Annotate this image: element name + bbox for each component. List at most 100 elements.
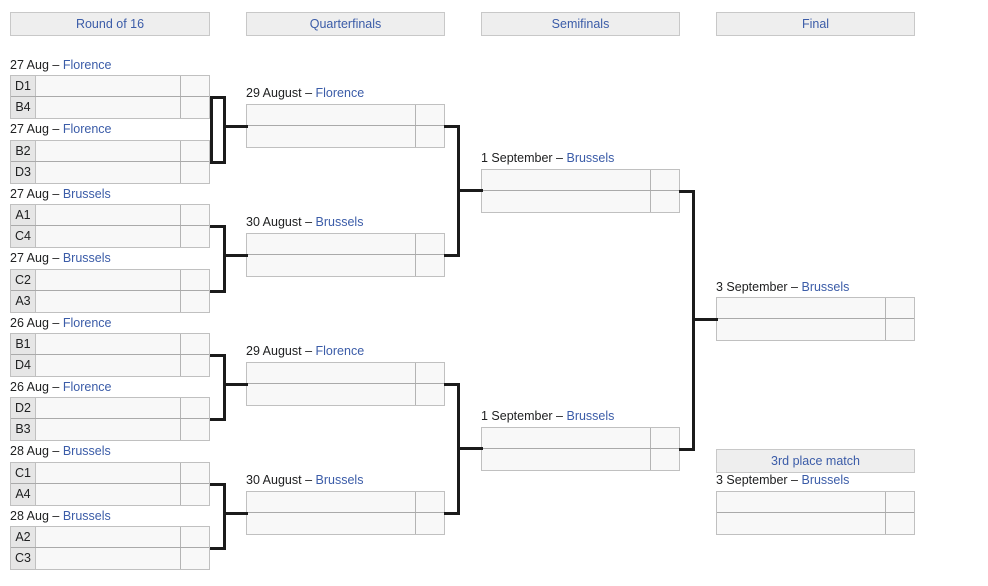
match-row[interactable]: C3	[11, 548, 209, 569]
match-row[interactable]: D2	[11, 398, 209, 419]
match-row[interactable]	[247, 126, 444, 147]
team-score	[181, 162, 209, 183]
match-row[interactable]: D4	[11, 355, 209, 376]
match-box[interactable]: A1 C4	[10, 204, 210, 248]
bracket-connector-line	[210, 290, 226, 293]
third-place-match-box[interactable]	[716, 491, 915, 535]
team-name	[247, 105, 416, 125]
match-venue: Florence	[315, 344, 365, 358]
team-name	[36, 76, 181, 96]
match-row[interactable]: C4	[11, 226, 209, 247]
team-score	[181, 270, 209, 290]
match-box[interactable]: D1 B4	[10, 75, 210, 119]
match-row[interactable]: B4	[11, 97, 209, 118]
final-match-box[interactable]	[716, 297, 915, 341]
match-venue: Brussels	[801, 280, 850, 294]
match-box[interactable]: A2 C3	[10, 526, 210, 570]
match-date: 28 Aug	[10, 444, 49, 458]
match-row[interactable]	[482, 191, 679, 212]
match-row[interactable]	[247, 105, 444, 126]
team-seed: D4	[11, 355, 36, 376]
match-row[interactable]: B1	[11, 334, 209, 355]
match-box[interactable]: B2 D3	[10, 140, 210, 184]
match-row[interactable]: A4	[11, 484, 209, 505]
match-row[interactable]	[247, 492, 444, 513]
team-seed: A1	[11, 205, 36, 225]
match-row[interactable]: D1	[11, 76, 209, 97]
team-name	[247, 255, 416, 276]
bracket-connector-line	[210, 547, 226, 550]
team-name	[36, 205, 181, 225]
team-name	[247, 513, 416, 534]
team-name	[482, 170, 651, 190]
match-row[interactable]	[247, 513, 444, 534]
match-row[interactable]: B3	[11, 419, 209, 440]
team-seed: C1	[11, 463, 36, 483]
match-box[interactable]	[481, 169, 680, 213]
match-date: 28 Aug	[10, 509, 49, 523]
team-name	[717, 298, 886, 318]
team-score	[416, 234, 444, 254]
match-box[interactable]: B1 D4	[10, 333, 210, 377]
team-score	[651, 170, 679, 190]
match-row[interactable]	[482, 428, 679, 449]
team-score	[416, 363, 444, 383]
match-row[interactable]	[247, 363, 444, 384]
match-row[interactable]	[717, 298, 914, 319]
match-row[interactable]	[482, 449, 679, 470]
team-score	[181, 226, 209, 247]
caption-dash: –	[48, 251, 63, 265]
match-row[interactable]	[247, 255, 444, 276]
team-score	[416, 105, 444, 125]
caption-dash: –	[48, 187, 63, 201]
match-box[interactable]	[481, 427, 680, 471]
match-venue: Brussels	[566, 409, 615, 423]
bracket-connector-line	[679, 190, 695, 193]
match-row[interactable]	[482, 170, 679, 191]
match-row[interactable]: C1	[11, 463, 209, 484]
team-name	[36, 484, 181, 505]
bracket-connector-line	[444, 254, 460, 257]
match-row[interactable]	[717, 319, 914, 340]
match-row[interactable]: C2	[11, 270, 209, 291]
match-row[interactable]	[247, 234, 444, 255]
match-row[interactable]	[247, 384, 444, 405]
caption-dash: –	[301, 215, 316, 229]
team-name	[247, 126, 416, 147]
match-venue: Brussels	[62, 444, 111, 458]
match-box[interactable]	[246, 362, 445, 406]
match-row[interactable]: A2	[11, 527, 209, 548]
match-row[interactable]: A1	[11, 205, 209, 226]
match-box[interactable]	[246, 491, 445, 535]
match-box[interactable]: D2 B3	[10, 397, 210, 441]
team-name	[717, 492, 886, 512]
match-venue: Brussels	[801, 473, 850, 487]
team-seed: B2	[11, 141, 36, 161]
caption-dash: –	[787, 473, 802, 487]
match-date: 1 September	[481, 409, 553, 423]
match-box[interactable]: C1 A4	[10, 462, 210, 506]
team-score	[181, 548, 209, 569]
match-row[interactable]: D3	[11, 162, 209, 183]
match-box[interactable]	[246, 233, 445, 277]
match-venue: Florence	[62, 58, 112, 72]
match-row[interactable]: B2	[11, 141, 209, 162]
team-score	[416, 492, 444, 512]
caption-dash: –	[48, 509, 63, 523]
match-box[interactable]: C2 A3	[10, 269, 210, 313]
match-venue: Brussels	[62, 251, 111, 265]
match-box[interactable]	[246, 104, 445, 148]
caption-dash: –	[48, 444, 63, 458]
match-row[interactable]	[717, 492, 914, 513]
team-name	[36, 270, 181, 290]
caption-dash: –	[552, 409, 567, 423]
match-row[interactable]: A3	[11, 291, 209, 312]
team-seed: A3	[11, 291, 36, 312]
match-caption: 30 August – Brussels	[246, 215, 363, 229]
bracket-connector-line	[210, 418, 226, 421]
match-venue: Brussels	[62, 509, 111, 523]
match-row[interactable]	[717, 513, 914, 534]
team-name	[717, 513, 886, 534]
bracket-connector-line	[679, 448, 695, 451]
